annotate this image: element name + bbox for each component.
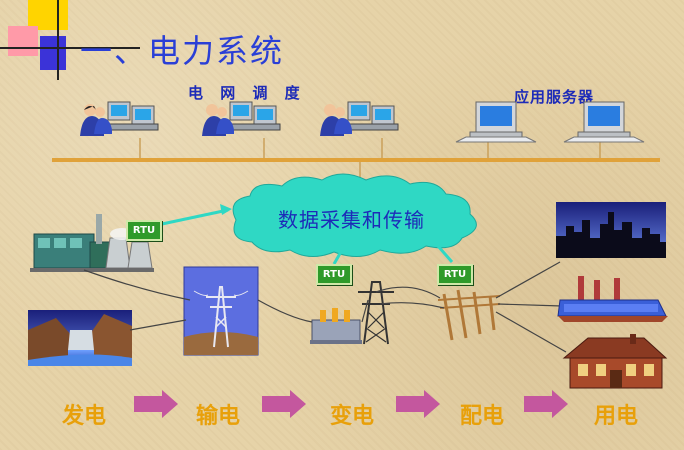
stage-label-transmission: 输电 — [196, 403, 241, 429]
operator-workstation-1-icon — [80, 101, 159, 136]
stage-arrow-3 — [396, 390, 440, 418]
power-line-poles-to-house — [495, 311, 567, 353]
house-icon — [562, 334, 668, 389]
factory-icon — [557, 276, 668, 322]
stage-label-substation: 变电 — [330, 403, 375, 429]
power-line-poles-to-factory — [497, 303, 563, 307]
app-server-label: 应用服务器 — [514, 88, 595, 106]
decor-square-yellow — [28, 0, 68, 30]
stage-label-distribution: 配电 — [460, 403, 505, 429]
server-computer-2-icon — [563, 101, 645, 143]
network-bus — [52, 158, 660, 162]
power-line-substation-to-lattice — [361, 299, 369, 323]
page-title: 一、电力系统 — [80, 32, 285, 70]
decor-square-blue — [40, 36, 66, 70]
title-decoration — [0, 0, 140, 80]
city-skyline-icon — [556, 202, 666, 258]
rtu1-to-cloud-arrowhead — [220, 204, 232, 215]
power-line-plant-to-tower — [83, 269, 191, 301]
grid-dispatch-label: 电 网 调 度 — [188, 84, 306, 102]
cloud-label: 数据采集和传输 — [278, 208, 425, 232]
transmission-tower-icon — [183, 266, 259, 356]
decor-square-pink — [8, 26, 38, 56]
stage-label-consumption: 用电 — [594, 403, 639, 429]
power-line-lattice-to-poles-2 — [379, 302, 445, 309]
rtu3-to-cloud-line — [436, 245, 454, 263]
hydro-dam-icon — [28, 310, 132, 366]
stage-arrow-1 — [134, 390, 178, 418]
rtu1-to-cloud-line — [161, 208, 229, 226]
power-line-dam-to-tower — [129, 319, 187, 331]
distribution-poles-icon — [437, 289, 501, 341]
power-line-tower-to-substation — [257, 299, 313, 323]
power-line-poles-to-city — [495, 261, 561, 299]
rtu-badge-distribution: RTU — [437, 264, 473, 285]
rtu-badge-generation: RTU — [126, 220, 162, 241]
operator-workstation-2-icon — [202, 101, 281, 136]
operator-workstation-3-icon — [320, 101, 399, 136]
lattice-tower-icon — [358, 281, 394, 345]
power-line-lattice-to-poles-1 — [375, 286, 441, 299]
stage-label-generation: 发电 — [62, 403, 107, 429]
rtu2-to-cloud-line — [332, 249, 344, 265]
data-cloud-shape — [232, 173, 477, 257]
stage-arrow-4 — [524, 390, 568, 418]
rtu-badge-substation: RTU — [316, 264, 352, 285]
substation-transformer-icon — [310, 308, 362, 344]
stage-arrow-2 — [262, 390, 306, 418]
server-computer-1-icon — [455, 101, 537, 143]
